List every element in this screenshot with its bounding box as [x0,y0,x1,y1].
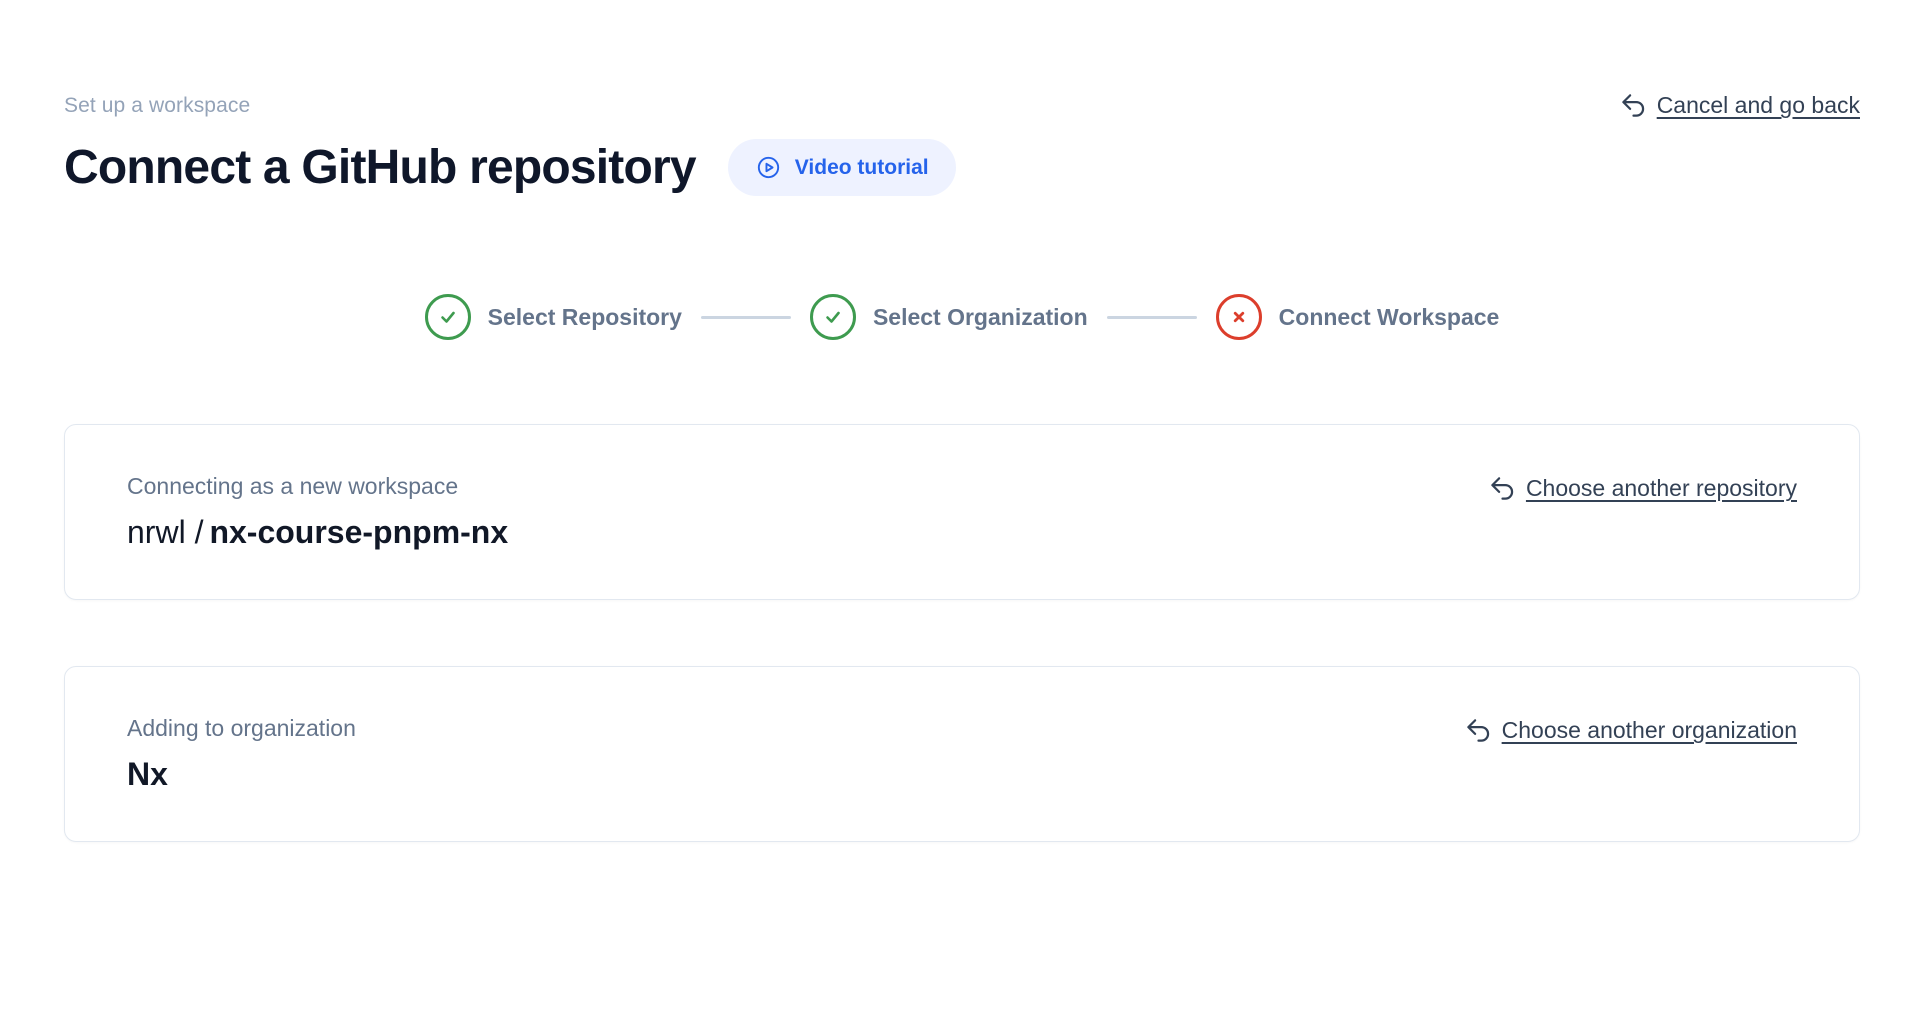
organization-card-info: Adding to organization Nx [127,715,356,793]
undo-arrow-icon [1620,92,1647,119]
step-label: Select Repository [487,303,682,330]
page-title: Connect a GitHub repository [64,141,697,194]
top-bar: Set up a workspace Cancel and go back [64,92,1860,119]
repository-card-label: Connecting as a new workspace [127,473,459,499]
choose-organization-label: Choose another organization [1501,717,1797,743]
undo-arrow-icon [1465,717,1492,744]
repository-name: nrwl /nx-course-pnpm-nx [127,514,508,551]
organization-card: Adding to organization Nx Choose another… [64,666,1860,842]
stepper-connector [1106,315,1197,319]
choose-another-organization-link[interactable]: Choose another organization [1465,717,1797,744]
organization-name: Nx [127,756,356,793]
title-row: Connect a GitHub repository Video tutori… [64,139,1860,196]
step-select-repository: Select Repository [424,294,682,340]
undo-arrow-icon [1489,475,1516,502]
repository-card: Connecting as a new workspace nrwl /nx-c… [64,424,1860,600]
eyebrow-label: Set up a workspace [64,93,251,117]
repository-owner: nrwl / [127,514,204,550]
check-icon [809,294,856,340]
repository-repo-name: nx-course-pnpm-nx [209,514,509,550]
cancel-and-go-back-link[interactable]: Cancel and go back [1620,92,1860,119]
x-icon [1215,294,1262,340]
stepper-connector [700,315,791,319]
video-tutorial-label: Video tutorial [794,155,929,179]
step-select-organization: Select Organization [809,294,1088,340]
organization-card-label: Adding to organization [127,715,356,741]
choose-repository-label: Choose another repository [1525,475,1797,501]
organization-name-text: Nx [127,756,168,792]
video-tutorial-button[interactable]: Video tutorial [727,139,956,196]
setup-workspace-page: Set up a workspace Cancel and go back Co… [0,92,1924,842]
check-icon [424,294,471,340]
setup-stepper: Select Repository Select Organization Co… [64,294,1860,340]
play-circle-icon [755,154,782,181]
choose-another-repository-link[interactable]: Choose another repository [1489,475,1797,502]
repository-card-info: Connecting as a new workspace nrwl /nx-c… [127,473,508,551]
cancel-link-label: Cancel and go back [1656,92,1860,118]
step-label: Select Organization [872,303,1088,330]
step-label: Connect Workspace [1278,303,1500,330]
step-connect-workspace: Connect Workspace [1215,294,1500,340]
